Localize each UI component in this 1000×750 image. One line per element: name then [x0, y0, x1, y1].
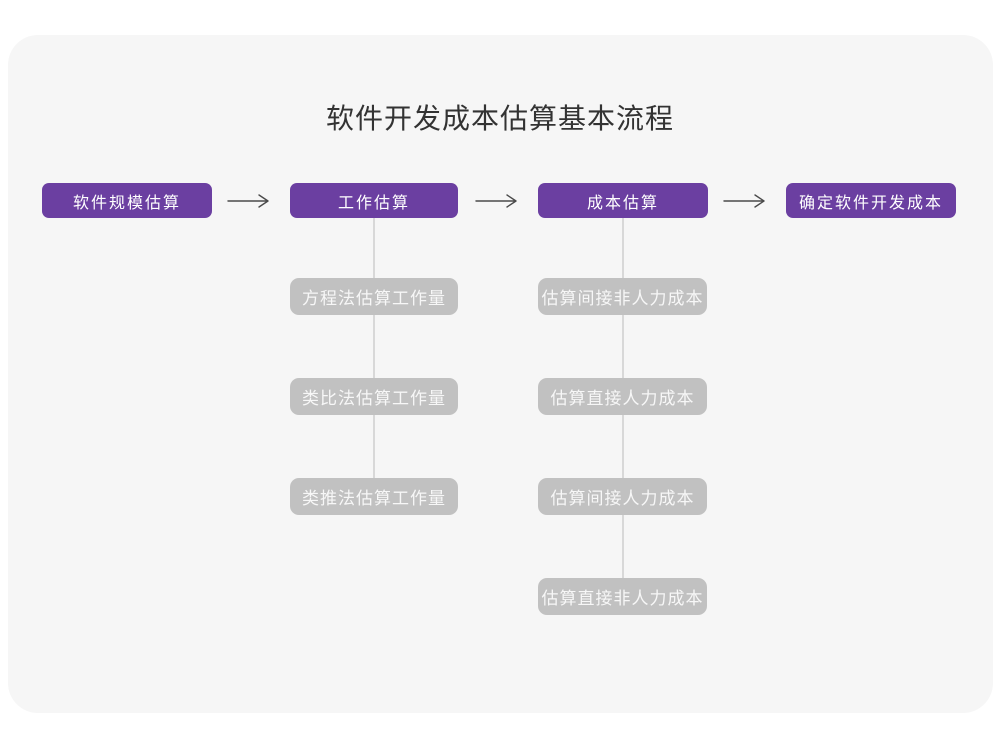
subbox-label: 估算间接人力成本	[550, 489, 695, 508]
right-arrow-icon	[723, 194, 765, 208]
subbox-direct-labor-cost: 估算直接人力成本	[538, 378, 707, 415]
diagram-card	[8, 35, 993, 713]
subbox-equation-method: 方程法估算工作量	[290, 278, 458, 315]
diagram-title: 软件开发成本估算基本流程	[325, 103, 674, 134]
subbox-label: 类比法估算工作量	[302, 389, 446, 408]
right-arrow-icon	[227, 194, 269, 208]
subbox-label: 估算直接人力成本	[550, 389, 695, 408]
right-arrow-icon	[475, 194, 517, 208]
subbox-indirect-non-labor-cost: 估算间接非人力成本	[538, 278, 707, 315]
subbox-label: 估算直接非人力成本	[541, 589, 704, 608]
subbox-label: 类推法估算工作量	[302, 489, 446, 508]
flow-step-label: 软件规模估算	[72, 194, 181, 212]
subbox-label: 估算间接非人力成本	[541, 289, 704, 308]
flow-step-work-estimation: 工作估算	[290, 183, 458, 218]
flow-step-label: 确定软件开发成本	[798, 194, 943, 212]
flow-step-determine-development-cost: 确定软件开发成本	[786, 183, 956, 218]
subbox-label: 方程法估算工作量	[302, 289, 446, 308]
flow-step-software-scale-estimation: 软件规模估算	[42, 183, 212, 218]
subbox-indirect-labor-cost: 估算间接人力成本	[538, 478, 707, 515]
flow-step-cost-estimation: 成本估算	[538, 183, 708, 218]
subbox-extrapolation-method: 类推法估算工作量	[290, 478, 458, 515]
flow-step-label: 成本估算	[586, 194, 659, 212]
subbox-direct-non-labor-cost: 估算直接非人力成本	[538, 578, 707, 615]
subbox-analogy-method: 类比法估算工作量	[290, 378, 458, 415]
work-estimation-connector-line	[373, 218, 375, 498]
flow-step-label: 工作估算	[337, 194, 410, 212]
